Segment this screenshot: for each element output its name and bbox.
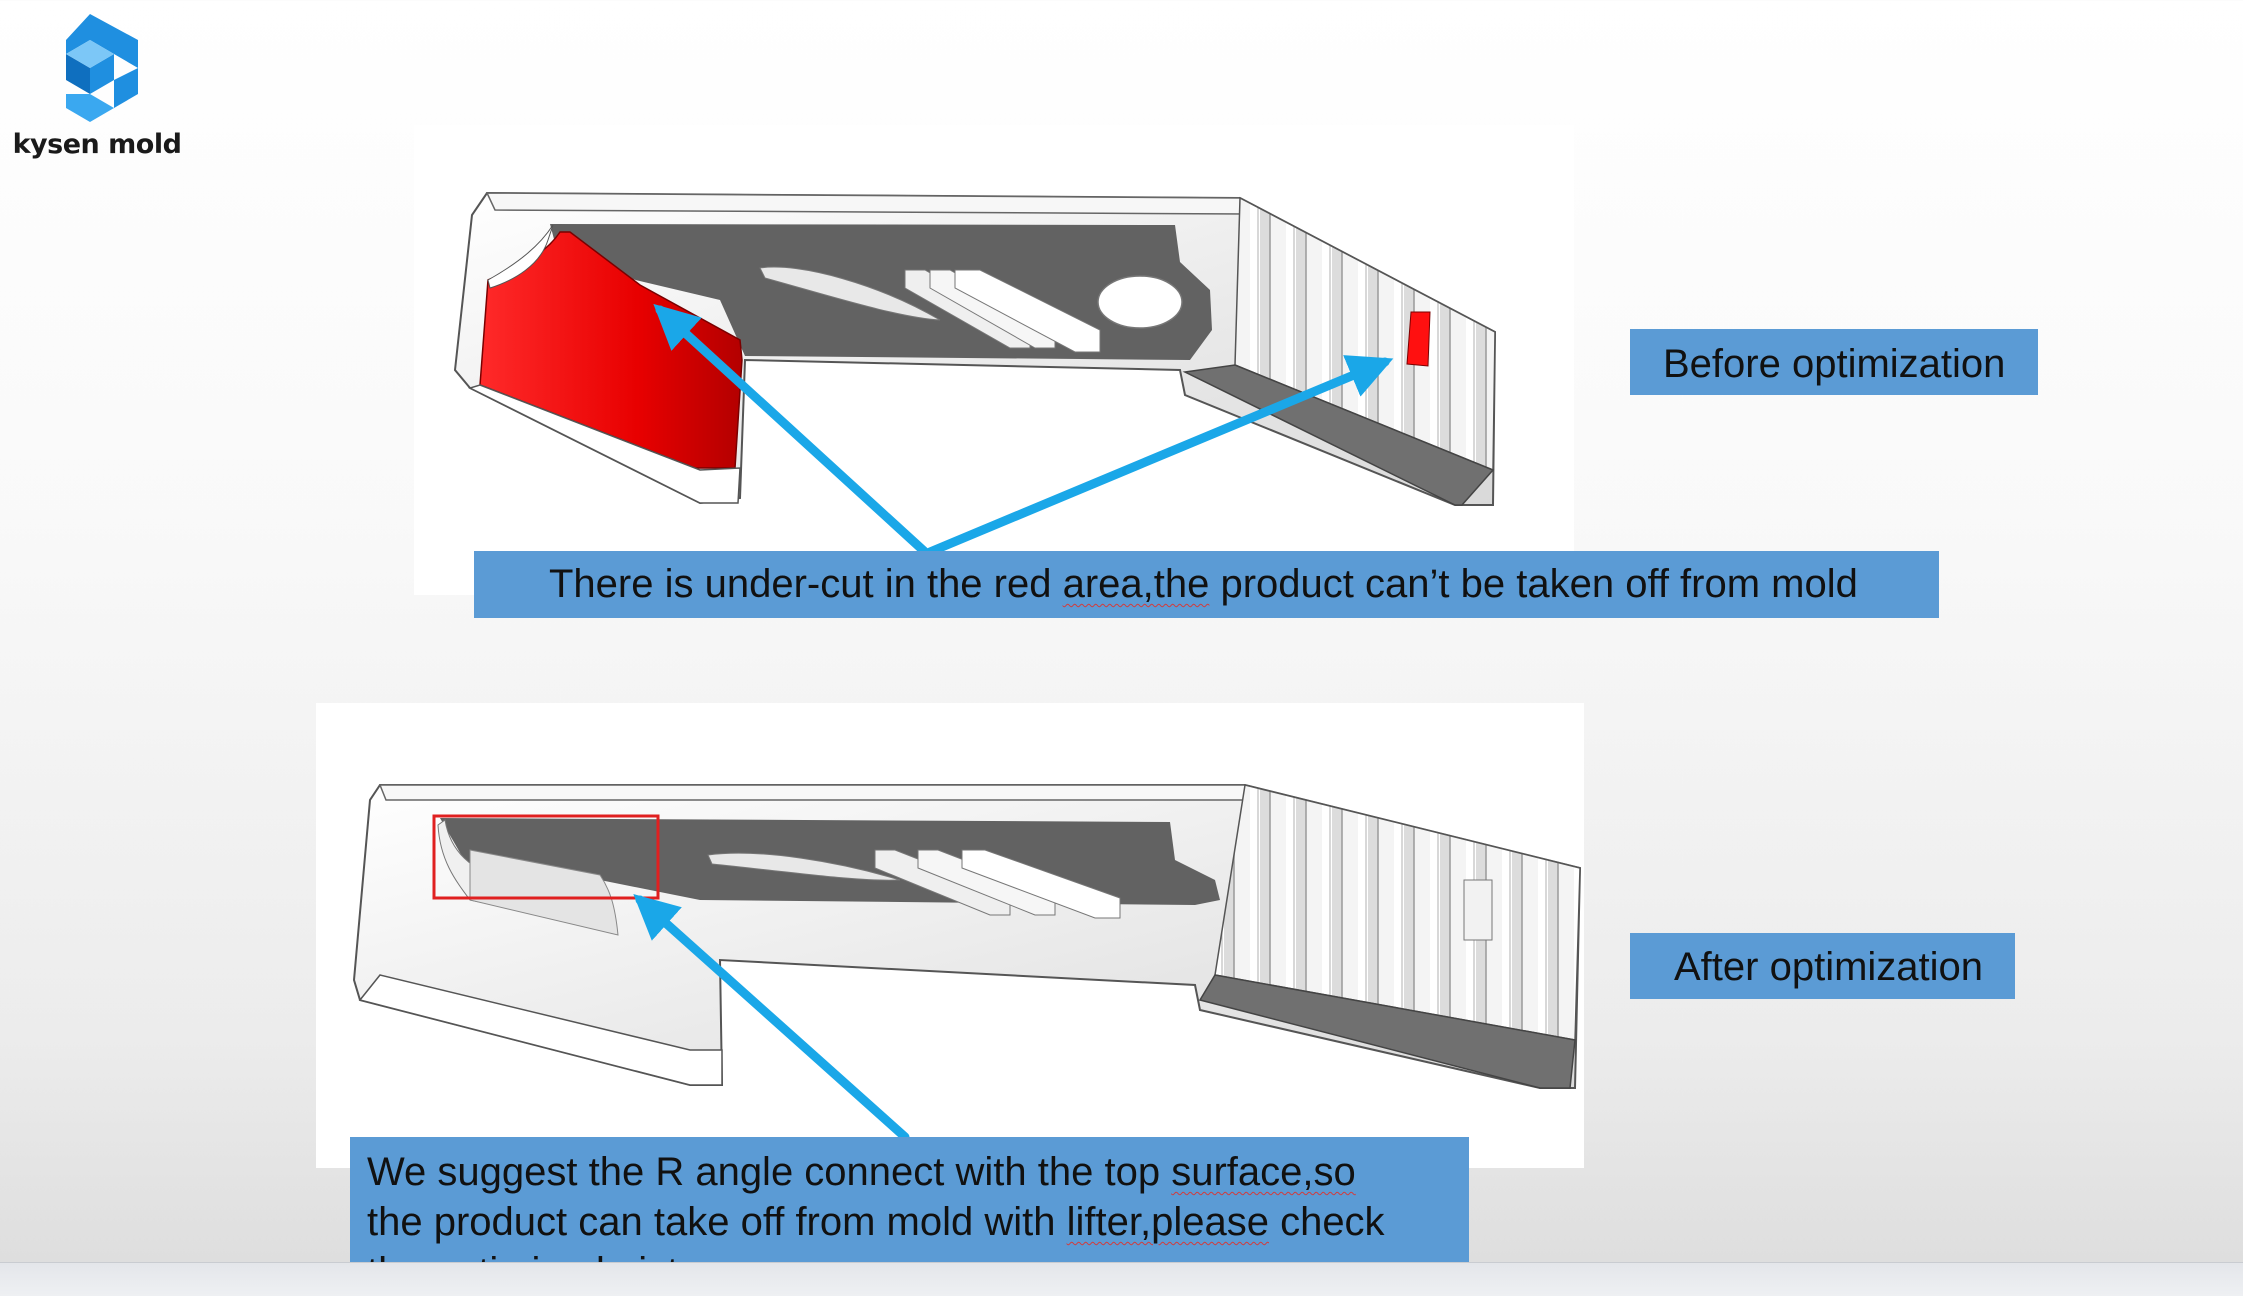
highlight-box (432, 814, 660, 900)
part-after (352, 784, 1582, 1089)
kysen-logo-icon (66, 14, 138, 122)
suggestion-line-1: We suggest the R angle connect with the … (367, 1147, 1469, 1197)
after-optimization-label: After optimization (1630, 933, 2015, 999)
slide: kysen mold (8, 8, 2038, 1287)
suggestion-line-2-text: the product can take off from mold with (367, 1200, 1067, 1244)
suggestion-line-2-flagged: lifter,please (1066, 1200, 1269, 1244)
before-optimization-label: Before optimization (1630, 329, 2038, 395)
suggestion-line-1-text: We suggest the R angle connect with the … (367, 1150, 1172, 1194)
undercut-note-text-1: There is under-cut in the red (549, 562, 1063, 606)
undercut-note-flagged: area,the (1062, 562, 1210, 606)
arrows-before (653, 303, 1394, 557)
kysen-mold-logo: kysen mold (8, 8, 183, 168)
arrow-after (633, 894, 910, 1142)
suggestion-line-2: the product can take off from mold with … (367, 1197, 1469, 1247)
undercut-note: There is under-cut in the red area,the p… (474, 551, 1939, 618)
suggestion-line-2-text-end: check (1268, 1200, 1385, 1244)
undercut-note-text-2: product can’t be taken off from mold (1209, 562, 1858, 606)
suggestion-line-1-flagged: surface,so (1171, 1150, 1356, 1194)
viewer-bottom-bar (0, 1262, 2243, 1296)
part-illustrations (352, 191, 1582, 1142)
part-before (453, 191, 1497, 506)
brand-name: kysen mold (12, 129, 182, 160)
